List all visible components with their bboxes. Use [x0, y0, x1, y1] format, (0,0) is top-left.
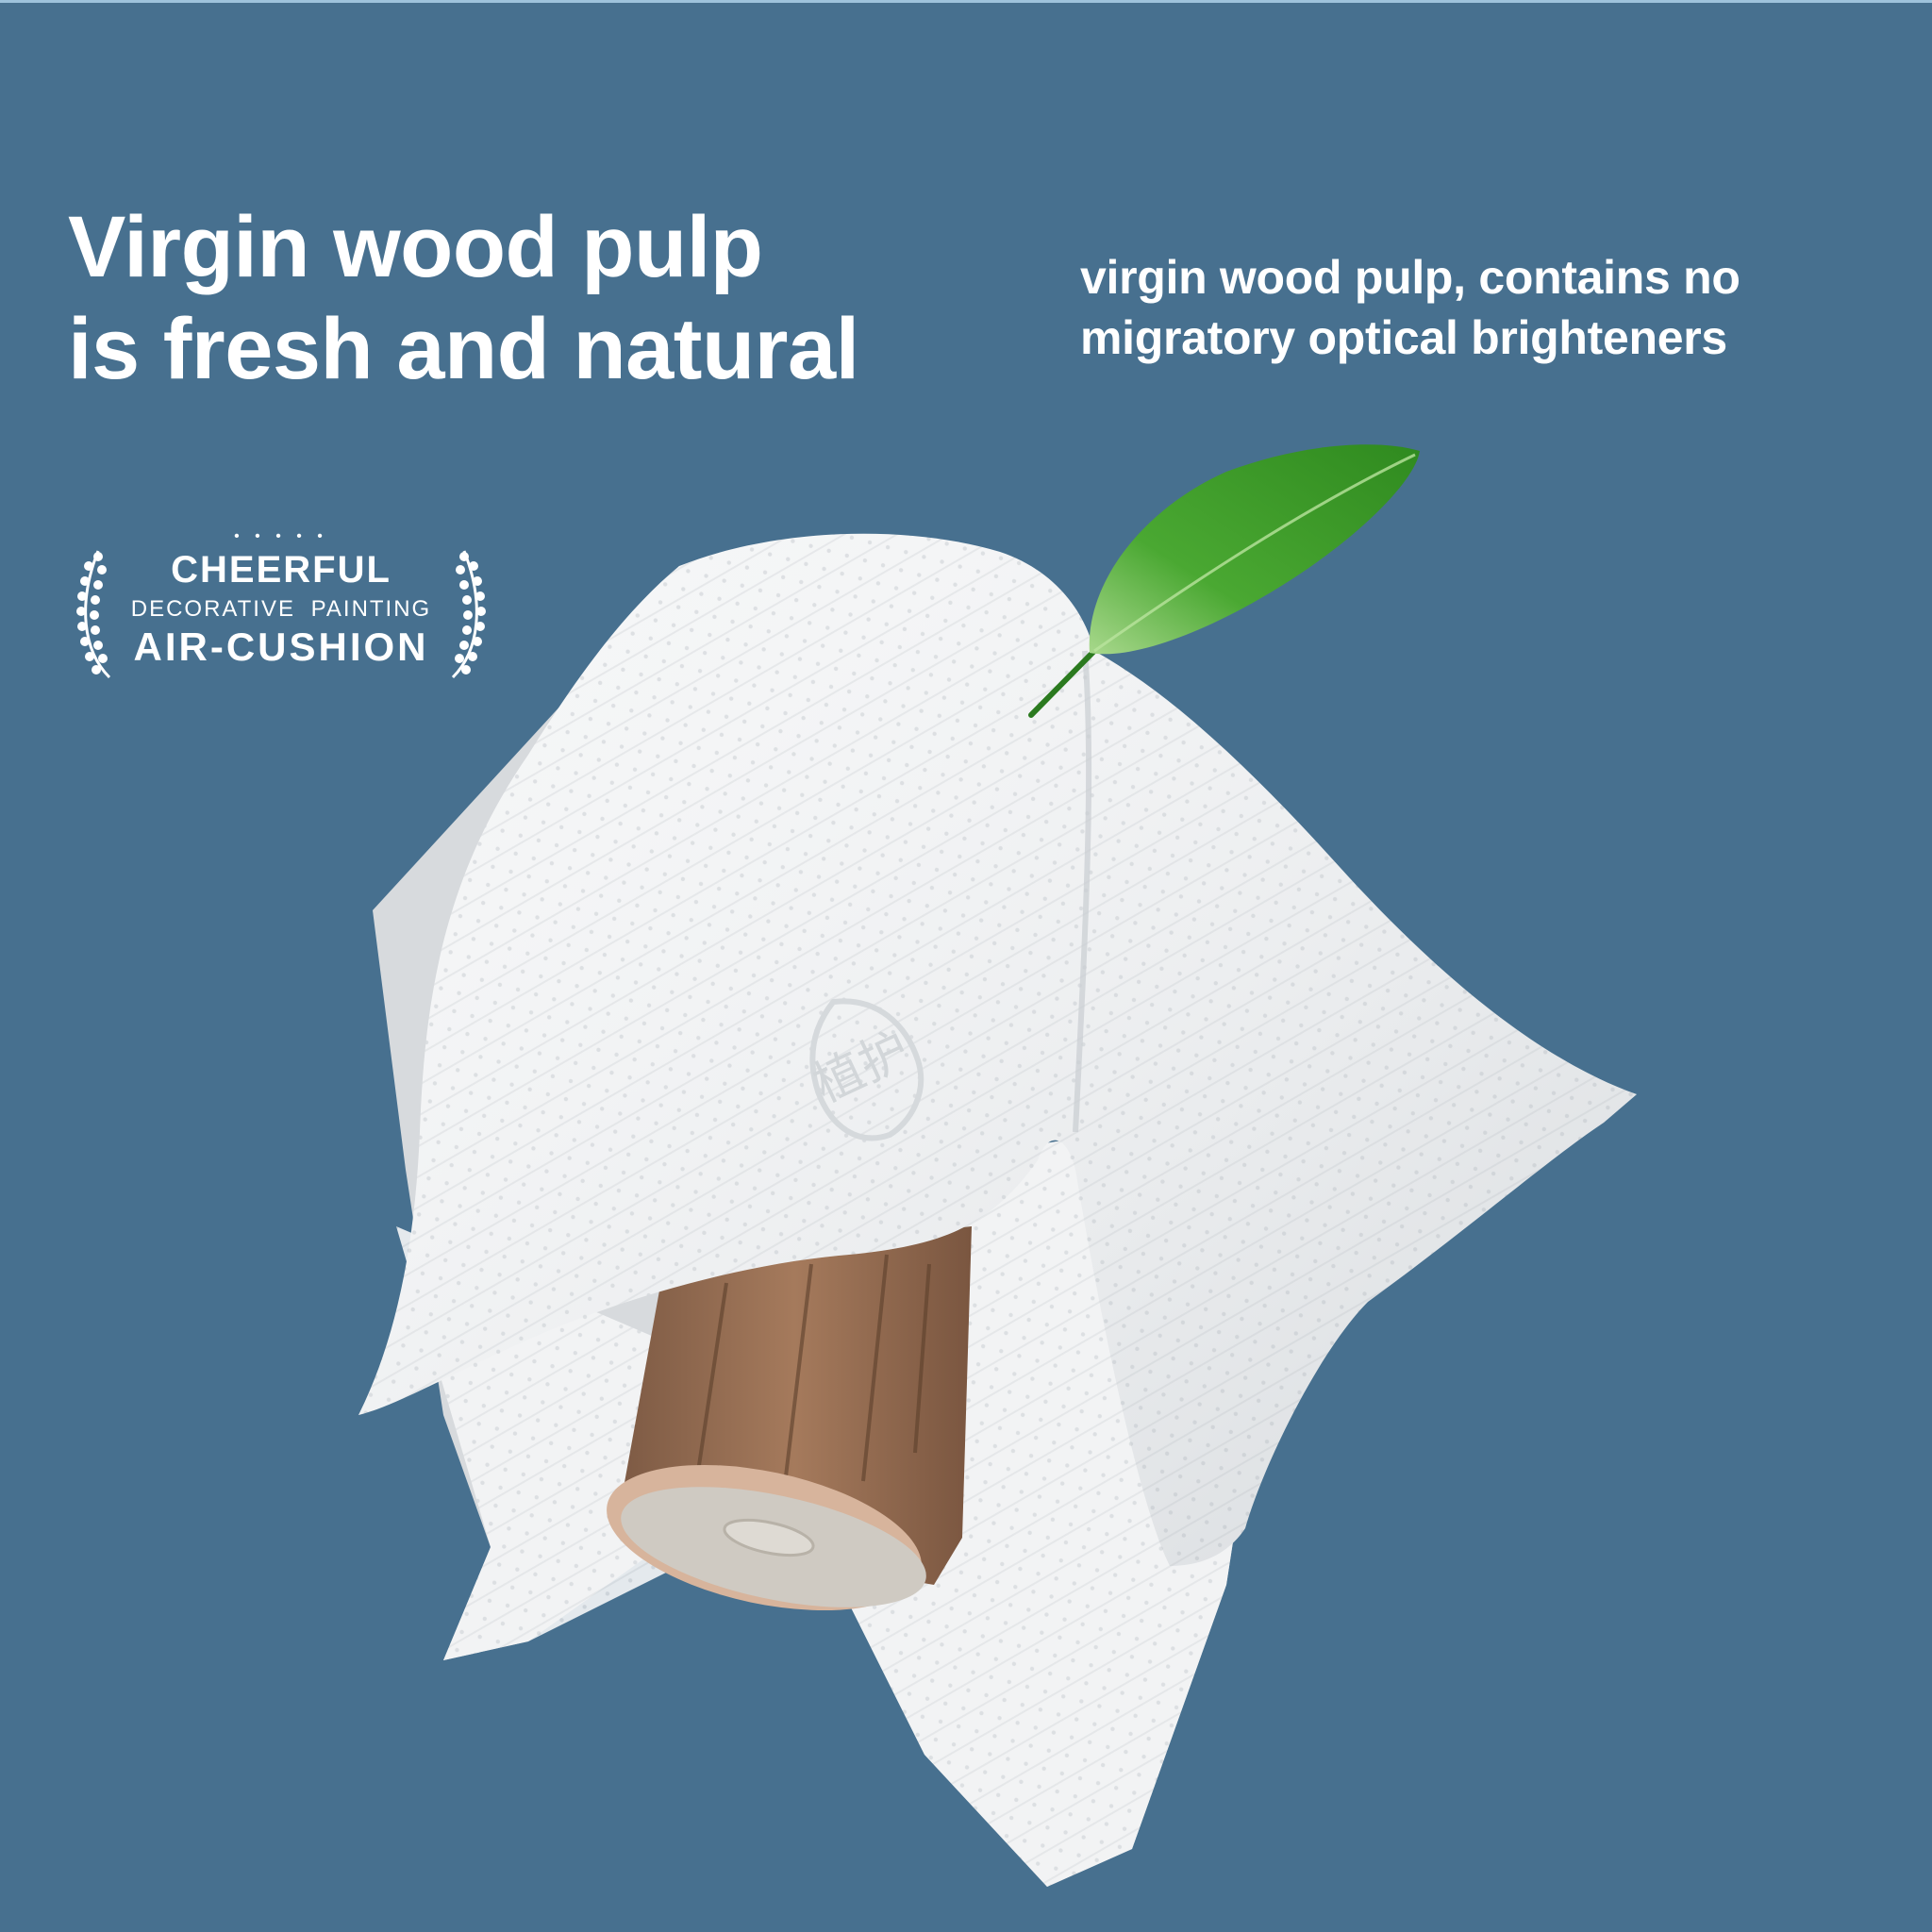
badge-feature: AIR-CUSHION	[133, 625, 429, 669]
badge-subtitle: DECORATIVE PAINTING	[130, 596, 432, 622]
subheadline-line-1: virgin wood pulp, contains no	[1080, 251, 1740, 304]
headline: Virgin wood pulp is fresh and natural	[68, 196, 859, 400]
headline-line-2: is fresh and natural	[68, 301, 859, 397]
leaf-icon	[1028, 444, 1420, 718]
laurel-wreath-icon	[451, 550, 486, 679]
subheadline: virgin wood pulp, contains no migratory …	[1080, 247, 1740, 368]
badge-stars: • • • • •	[234, 528, 328, 544]
tissue-front: 植护	[358, 533, 1637, 1566]
wood-log	[607, 1226, 972, 1611]
award-badge: • • • • • CHEERFUL DECORATIVE PAINTING A…	[74, 528, 489, 689]
top-edge-strip	[0, 0, 1932, 3]
subheadline-line-2: migratory optical brighteners	[1080, 311, 1727, 364]
headline-line-1: Virgin wood pulp	[68, 199, 763, 295]
badge-title: CHEERFUL	[171, 549, 391, 591]
laurel-wreath-icon	[76, 550, 111, 679]
